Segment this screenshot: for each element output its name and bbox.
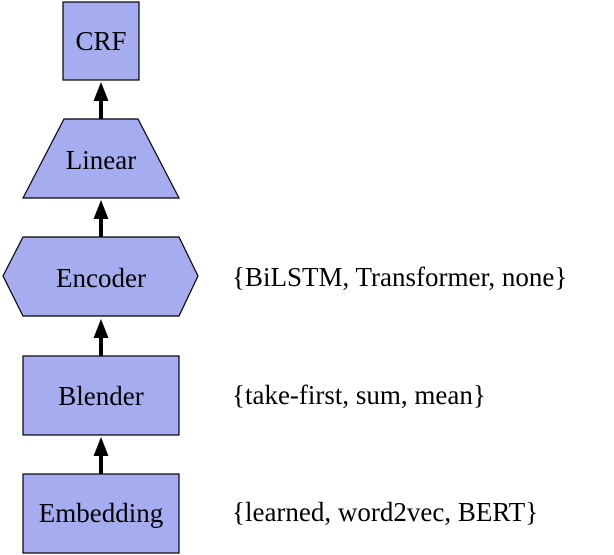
- crf-label: CRF: [75, 26, 126, 56]
- linear-trapezoid: [22, 118, 180, 199]
- arrow-embedding-to-blender: [93, 437, 109, 474]
- crf-box: [62, 1, 140, 81]
- arrow-blender-to-encoder: [93, 319, 109, 356]
- encoder-node: Encoder: [2, 236, 199, 317]
- encoder-label: Encoder: [56, 263, 146, 293]
- linear-node: Linear: [22, 118, 180, 199]
- crf-node: CRF: [62, 1, 140, 81]
- arrow-head-icon: [93, 200, 109, 219]
- arrow-linear-to-crf: [93, 82, 109, 119]
- arrow-head-icon: [93, 319, 109, 338]
- encoder-options: {BiLSTM, Transformer, none}: [232, 262, 567, 292]
- linear-label: Linear: [66, 145, 136, 175]
- blender-node: Blender: [22, 355, 180, 436]
- arrow-encoder-to-linear: [93, 200, 109, 237]
- embedding-label: Embedding: [39, 498, 163, 528]
- arrow-head-icon: [93, 437, 109, 456]
- encoder-hexagon: [2, 236, 199, 317]
- blender-options: {take-first, sum, mean}: [232, 380, 486, 410]
- blender-box: [22, 355, 180, 436]
- embedding-box: [22, 473, 180, 554]
- arrow-head-icon: [93, 82, 109, 101]
- embedding-options: {learned, word2vec, BERT}: [232, 497, 538, 527]
- embedding-node: Embedding: [22, 473, 180, 554]
- blender-label: Blender: [58, 381, 143, 411]
